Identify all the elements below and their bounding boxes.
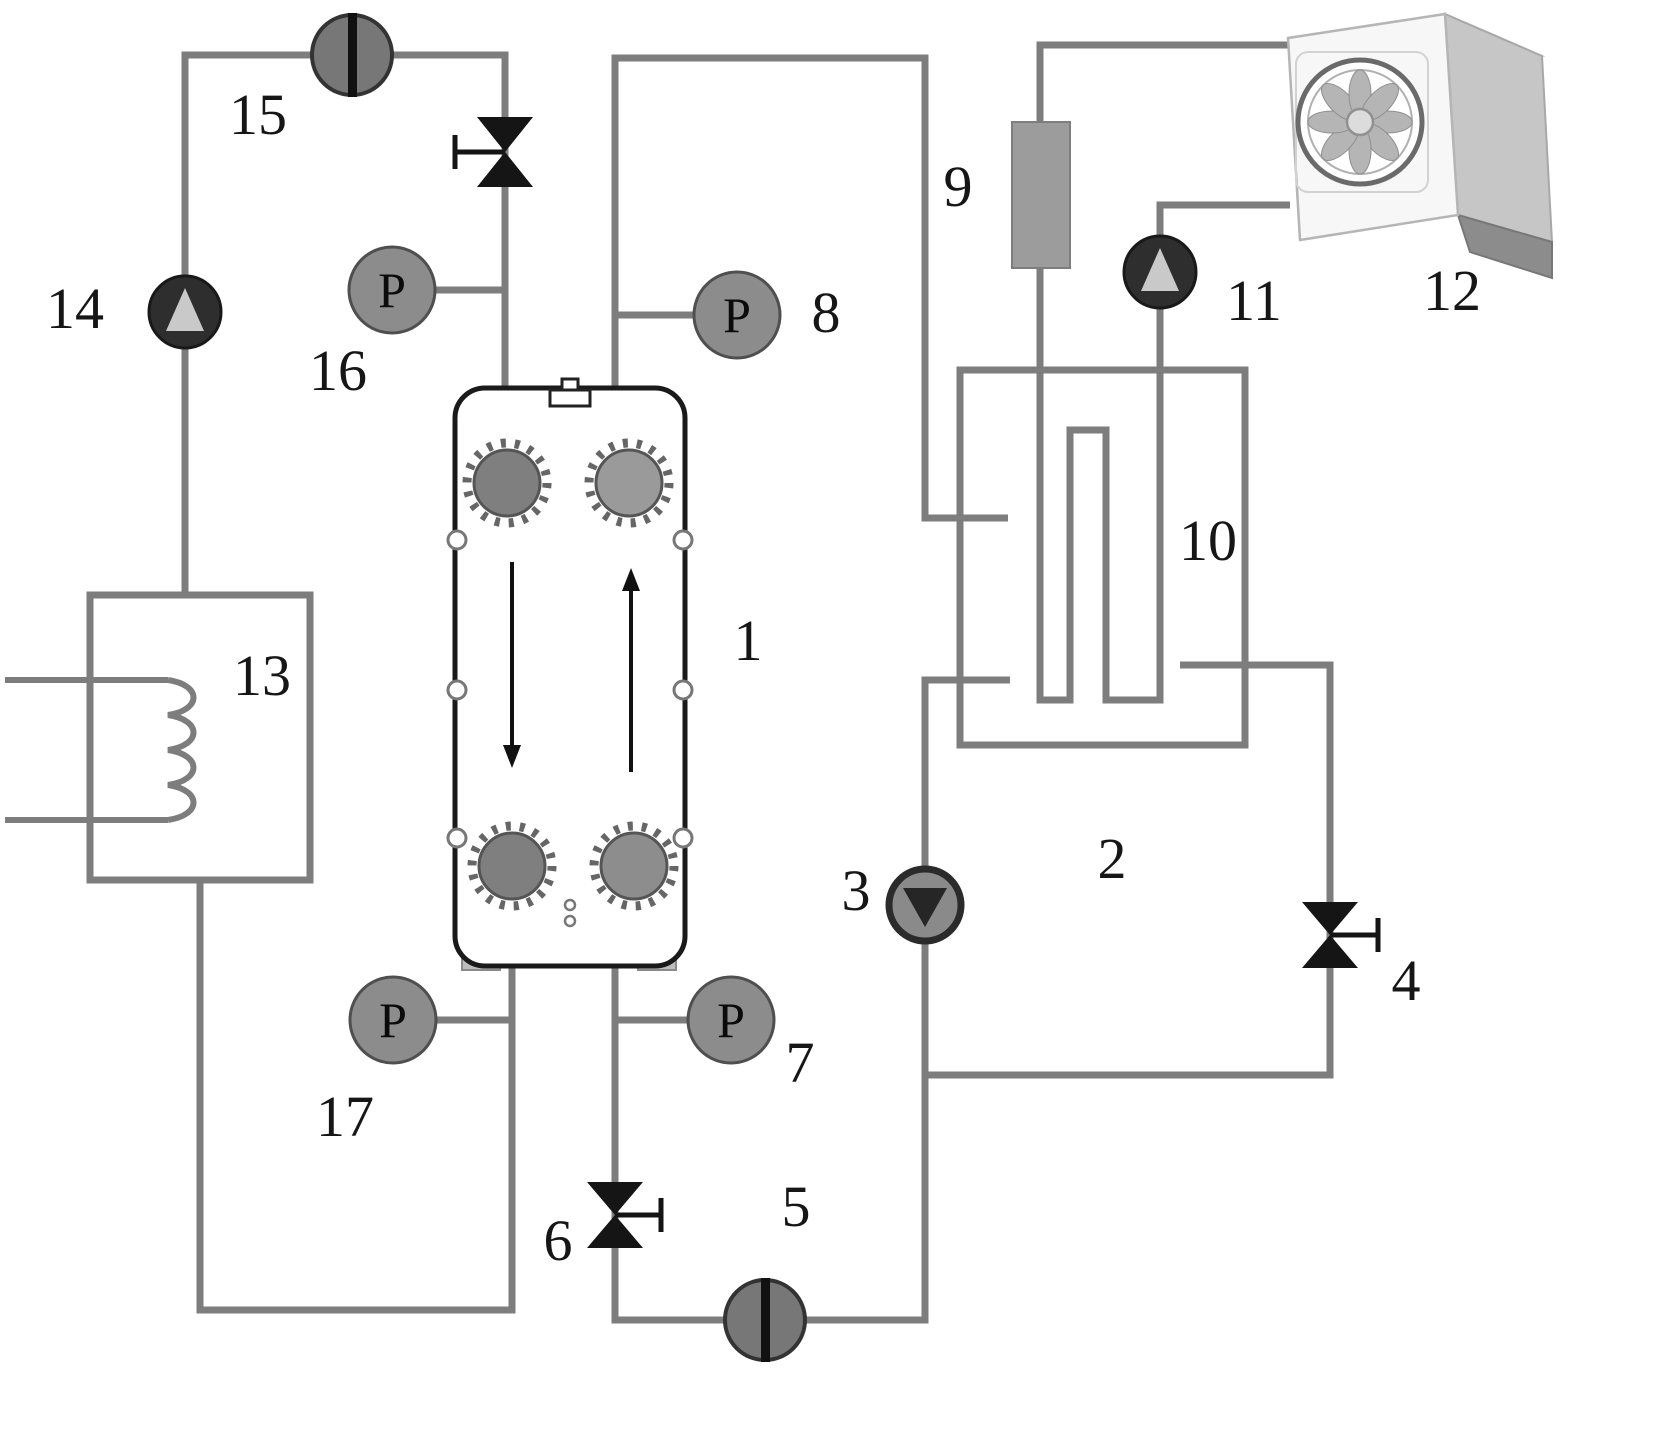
meter-needle (761, 1278, 770, 1362)
label-16: 16 (309, 338, 367, 403)
heater-body (1011, 121, 1071, 269)
label-15: 15 (229, 82, 287, 147)
fan-blades-icon (1307, 69, 1413, 175)
hx-bolts (446, 529, 694, 928)
pipe-network (181, 41, 1334, 1324)
unit-base-foot (1456, 213, 1553, 280)
tank-body (956, 366, 1249, 749)
flow-meter-top (310, 13, 394, 97)
hx-flow-arrow-down-icon (503, 562, 521, 768)
hx-port-bottom-left (467, 821, 557, 911)
pipe-right-supply (611, 54, 1008, 522)
hx-port-top-left (462, 438, 552, 528)
label-1: 1 (734, 608, 763, 673)
label-4: 4 (1392, 948, 1421, 1013)
load-coil-box (5, 591, 314, 884)
label-8: 8 (812, 280, 841, 345)
label-14: 14 (46, 276, 104, 341)
circulation-pump (885, 865, 965, 945)
pressure-gauge-bottom-right: P (686, 975, 776, 1065)
unit-side-face (1443, 12, 1554, 244)
left-pump (147, 274, 223, 350)
pressure-gauge-bottom-left: P (348, 975, 438, 1065)
inline-heater (1011, 121, 1071, 269)
label-9: 9 (944, 154, 973, 219)
shutoff-valve-bottom (587, 1182, 664, 1248)
hx-port-top-right (584, 438, 674, 528)
label-11: 11 (1226, 268, 1282, 333)
load-box-body (86, 591, 314, 884)
pump-arrow-up-icon (166, 288, 204, 331)
label-2: 2 (1098, 826, 1127, 891)
meter-needle (348, 13, 357, 97)
bypass-valve (1302, 902, 1381, 968)
air-cooled-unit (1286, 12, 1554, 280)
flow-meter-bottom (723, 1278, 807, 1362)
hx-port-bottom-right (589, 821, 679, 911)
label-7: 7 (786, 1030, 815, 1095)
fan-hub (1345, 107, 1375, 137)
load-coil-element (167, 677, 197, 823)
plate-heat-exchanger (446, 377, 694, 971)
pump-arrow-up-icon (1141, 248, 1179, 291)
hx-lifting-lug (548, 388, 592, 408)
label-6: 6 (544, 1208, 573, 1273)
pipe-bypass (925, 661, 1334, 1079)
component-labels: 1 2 3 4 5 6 7 8 9 10 11 12 13 14 15 16 1… (46, 82, 1481, 1273)
pressure-gauge-top-left: P (347, 245, 437, 335)
gauge-letter: P (378, 262, 406, 318)
label-17: 17 (316, 1084, 374, 1149)
label-13: 13 (233, 643, 291, 708)
cooling-pump (1122, 234, 1198, 310)
top-shutoff-valve (452, 117, 533, 187)
pump-arrow-down-icon (903, 888, 947, 927)
pipe-cooling-return (1156, 201, 1290, 370)
gauge-letter: P (717, 992, 745, 1048)
water-tank (956, 366, 1249, 749)
immersed-coil (1036, 370, 1164, 704)
pressure-gauge-top-right: P (692, 270, 782, 360)
gauge-letter: P (379, 992, 407, 1048)
pipe-left-return (196, 880, 516, 1314)
label-5: 5 (782, 1174, 811, 1239)
gauge-letter: P (723, 287, 751, 343)
label-3: 3 (842, 858, 871, 923)
label-12: 12 (1423, 258, 1481, 323)
label-10: 10 (1179, 508, 1237, 573)
hx-flow-arrow-up-icon (622, 568, 640, 772)
